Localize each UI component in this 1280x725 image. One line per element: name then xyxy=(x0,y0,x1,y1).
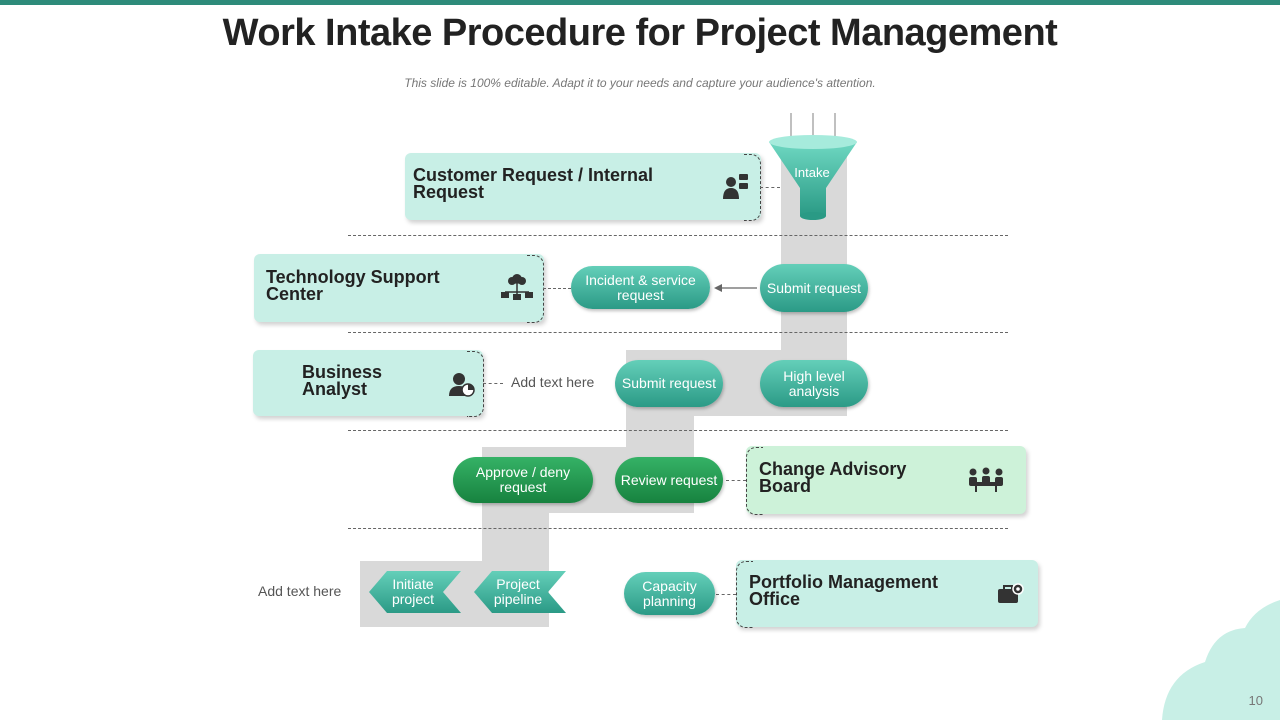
connector-line xyxy=(716,594,736,595)
customer-support-icon xyxy=(721,172,749,200)
arrow-left xyxy=(714,281,758,300)
step-review-request: Review request xyxy=(615,457,723,503)
page-number: 10 xyxy=(1248,693,1263,708)
role-change-advisory-board-label: Change Advisory Board xyxy=(759,459,907,496)
role-technology-support xyxy=(254,254,544,322)
role-brace xyxy=(467,351,484,417)
role-customer-request-label: Customer Request / Internal Request xyxy=(413,165,654,202)
chevron-shape xyxy=(474,571,566,618)
briefcase-gear-icon xyxy=(996,581,1026,607)
step-high-level-analysis: High level analysis xyxy=(760,360,868,407)
role-portfolio-management xyxy=(736,560,1038,627)
add-text-note: Add text here xyxy=(511,374,595,390)
page-subtitle: This slide is 100% editable. Adapt it to… xyxy=(404,76,876,90)
step-submit-request-2: Submit request xyxy=(615,360,723,407)
analyst-icon xyxy=(449,371,475,397)
role-customer-request xyxy=(405,153,761,220)
network-icon xyxy=(500,272,534,304)
role-change-advisory-board xyxy=(746,446,1026,514)
connector-line xyxy=(726,480,746,481)
add-text-note: Add text here xyxy=(258,583,342,599)
role-technology-support-label: Technology Support Center xyxy=(266,267,440,304)
role-business-analyst-label: Business Analyst xyxy=(302,362,383,399)
funnel-intake xyxy=(766,110,860,225)
role-brace xyxy=(744,154,761,221)
chevron-shape xyxy=(369,571,461,618)
step-incident-service-request: Incident & service request xyxy=(571,266,710,309)
meeting-icon xyxy=(967,466,1005,492)
role-brace xyxy=(527,255,544,323)
step-approve-deny-request: Approve / deny request xyxy=(453,457,593,503)
connector-line xyxy=(483,383,503,384)
connector-line xyxy=(543,288,571,289)
step-capacity-planning: Capacity planning xyxy=(624,572,715,615)
role-business-analyst xyxy=(253,350,483,416)
step-submit-request-1: Submit request xyxy=(760,264,868,312)
row-divider xyxy=(348,235,1008,236)
page-title: Work Intake Procedure for Project Manage… xyxy=(222,12,1058,54)
connector-line xyxy=(760,187,780,188)
role-brace xyxy=(736,561,753,628)
row-divider xyxy=(348,332,1008,333)
decorative-corner-shape xyxy=(1160,600,1280,725)
top-accent-bar xyxy=(0,0,1280,5)
step-project-pipeline: Project pipeline xyxy=(493,576,543,607)
row-divider xyxy=(348,430,1008,431)
funnel-label: Intake xyxy=(794,165,830,180)
role-brace xyxy=(746,447,763,515)
row-divider xyxy=(348,528,1008,529)
role-portfolio-management-label: Portfolio Management Office xyxy=(749,572,939,609)
step-initiate-project: Initiate project xyxy=(391,576,435,607)
